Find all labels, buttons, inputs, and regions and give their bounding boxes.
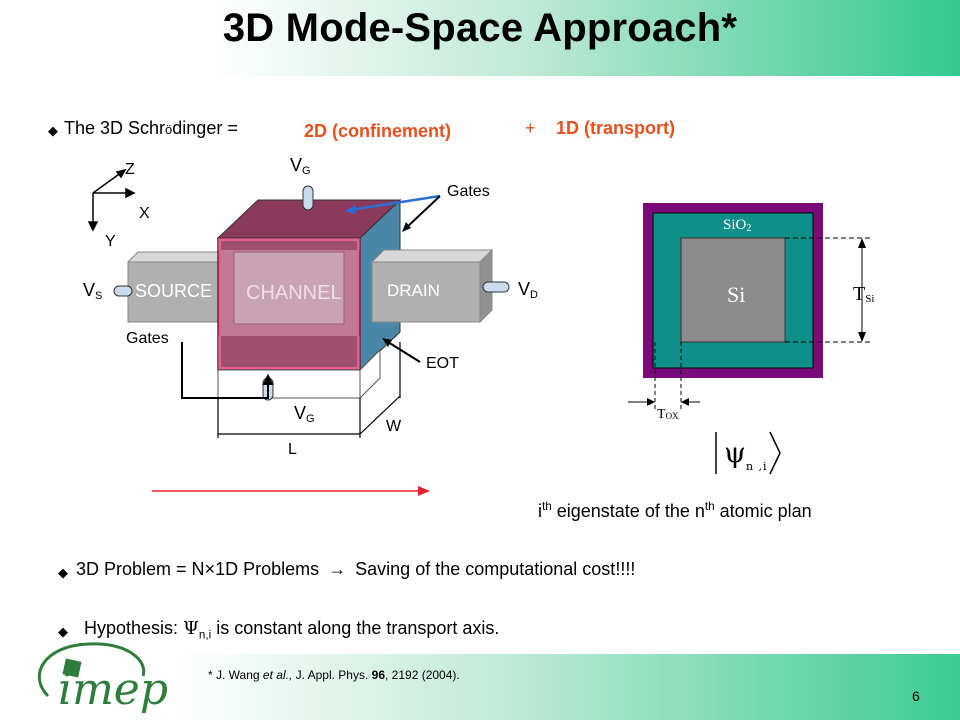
vg-top-label: VG xyxy=(290,155,311,177)
right-arrow-icon: → xyxy=(328,559,347,579)
sio2-label: SiO2 xyxy=(723,217,751,234)
vs-v: V xyxy=(83,280,96,300)
schrodinger-prefix: The 3D Schr xyxy=(64,118,166,138)
gates-arrows xyxy=(345,194,441,232)
footer-bar xyxy=(0,654,960,720)
sio2-sub: 2 xyxy=(746,223,752,234)
drain-label: DRAIN xyxy=(387,281,440,300)
eig-th1: th xyxy=(542,500,552,513)
bullet-diamond-icon: ◆ xyxy=(58,565,68,580)
eot-arrow xyxy=(382,338,421,363)
vg-bottom-label: VG xyxy=(294,403,315,425)
bullet3-prefix: Hypothesis: xyxy=(84,618,179,638)
bullet2-a: 3D Problem = N xyxy=(76,559,205,579)
eot-label: EOT xyxy=(426,355,459,372)
times-symbol: × xyxy=(204,559,216,579)
plus-sign: + xyxy=(525,118,536,138)
eig-mid: eigenstate of the n xyxy=(551,501,705,521)
cross-section-diagram xyxy=(628,203,870,475)
vs-label: VS xyxy=(83,280,102,302)
schrodinger-umlaut: ö xyxy=(165,122,173,137)
sio2-text: SiO xyxy=(723,217,747,233)
title-bar xyxy=(0,0,960,76)
l-label: L xyxy=(288,441,297,458)
si-label: Si xyxy=(727,282,746,307)
channel-label: CHANNEL xyxy=(246,282,342,304)
axis-z-label: Z xyxy=(125,161,135,178)
imep-logo-icon: imep xyxy=(37,642,168,715)
gates-left-arrow xyxy=(181,342,274,399)
axes-icon xyxy=(87,168,136,232)
bullet1-text: The 3D Schrödinger = xyxy=(64,118,238,139)
vg-bottom-v: V xyxy=(294,403,307,423)
bullet3-text: Hypothesis: Ψn,i is constant along the t… xyxy=(84,618,499,642)
axis-y-label: Y xyxy=(105,233,116,250)
vd-sub: D xyxy=(530,289,538,301)
page-number: 6 xyxy=(912,688,920,704)
psi-symbol: ψ xyxy=(724,436,746,469)
term-1d-transport: 1D (transport) xyxy=(556,118,676,138)
logo-text: imep xyxy=(58,664,168,715)
bullet2-text: 3D Problem = N×1D Problems → Saving of t… xyxy=(76,559,635,580)
gates-top-label: Gates xyxy=(447,183,490,200)
tox-t: T xyxy=(657,407,666,422)
ref-vol: 96 xyxy=(371,668,386,682)
psi-ket-label: ψn ,i xyxy=(724,436,768,473)
schrodinger-suffix: dinger = xyxy=(172,118,238,138)
bullet2-b: 1D Problems xyxy=(215,559,320,579)
bullet-diamond-icon: ◆ xyxy=(58,624,68,639)
tox-sub: OX xyxy=(665,411,679,421)
term-2d-confinement: 2D (confinement) xyxy=(304,121,452,141)
base-block xyxy=(217,348,381,400)
psi-capital: Ψ xyxy=(183,618,199,639)
gates-left-label: Gates xyxy=(126,330,169,347)
axis-x-label: X xyxy=(139,205,150,222)
slide-title: 3D Mode-Space Approach* xyxy=(222,6,738,50)
ref-c: , 2192 (2004). xyxy=(385,668,460,682)
ref-b: J. Appl. Phys. xyxy=(292,668,372,682)
bullet-diamond-icon: ◆ xyxy=(48,123,58,138)
vg-bottom-sub: G xyxy=(306,413,315,425)
reference-text: * J. Wang et al., J. Appl. Phys. 96, 219… xyxy=(208,668,460,682)
tox-label: TOX xyxy=(657,407,679,423)
psi-sub: n ,i xyxy=(745,460,768,473)
ref-a: * J. Wang xyxy=(208,668,263,682)
eig-i: i xyxy=(538,501,542,521)
vs-sub: S xyxy=(95,290,103,302)
source-label: SOURCE xyxy=(135,281,213,301)
bullet3-suffix: is constant along the transport axis. xyxy=(216,618,500,638)
tsi-t: T xyxy=(853,283,866,305)
vd-v: V xyxy=(518,279,531,299)
ref-etal: et al., xyxy=(262,668,293,682)
bottom-gate-block xyxy=(216,330,382,374)
eig-end: atomic plan xyxy=(714,501,812,521)
psi-capital-sub: n,i xyxy=(198,628,212,642)
transport-arrow xyxy=(152,486,430,496)
tsi-label: TSi xyxy=(853,283,874,306)
vg-top-sub: G xyxy=(302,165,311,177)
eig-th2: th xyxy=(704,500,715,513)
eigenstate-caption: ith eigenstate of the nth atomic plan xyxy=(538,500,812,522)
w-label: W xyxy=(386,418,402,435)
tsi-sub: Si xyxy=(865,293,875,305)
bullet2-c: Saving of the computational cost!!!! xyxy=(355,559,636,579)
vg-top-v: V xyxy=(290,155,303,175)
vd-label: VD xyxy=(518,279,538,301)
